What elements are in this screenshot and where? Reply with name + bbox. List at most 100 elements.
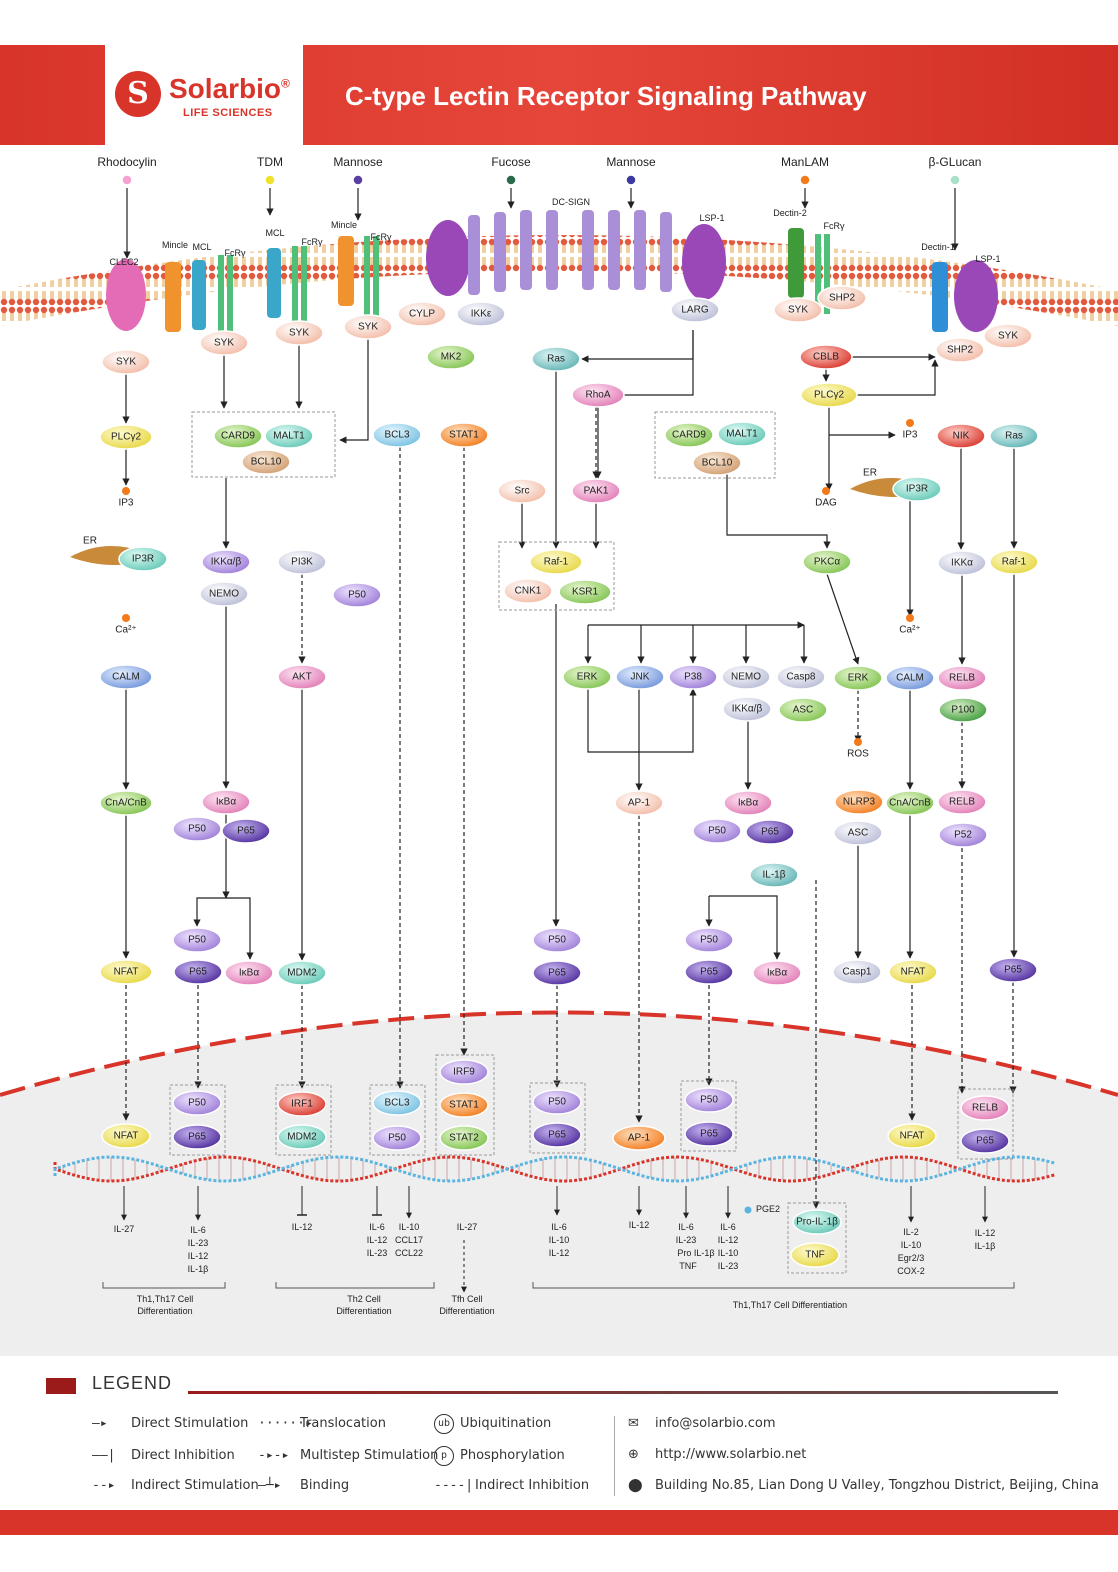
node-label: ERK: [577, 672, 598, 683]
protein-node: [571, 382, 625, 408]
receptor-label: FcRγ: [371, 232, 392, 242]
node-label: NFAT: [901, 967, 926, 978]
nuclear-protein-node: [372, 1090, 422, 1116]
nuclear-protein-node: [790, 1242, 840, 1268]
ligand-label: ManLAM: [781, 155, 829, 169]
node-label: TNF: [805, 1250, 824, 1261]
node-label: CnA/CnB: [105, 798, 147, 809]
node-label: P65: [976, 1136, 994, 1147]
logo-icon: S: [115, 71, 161, 117]
gene-output: IL-23: [367, 1248, 388, 1258]
node-label: PLCγ2: [111, 432, 141, 443]
diff-bracket: [532, 1282, 1015, 1289]
node-label: SYK: [116, 357, 136, 368]
gene-output: IL-6: [190, 1225, 206, 1235]
node-label: Casp8: [787, 672, 816, 683]
node-label: P50: [188, 1098, 206, 1109]
node-label: P50: [700, 1095, 718, 1106]
protein-node: [937, 665, 987, 691]
brand-name: Solarbio®: [169, 73, 290, 104]
gene-output: IL-10: [549, 1235, 570, 1245]
nuclear-protein-node: [792, 1209, 842, 1235]
gene-output: IL-2: [903, 1227, 919, 1237]
node-label: BCL3: [384, 1098, 409, 1109]
differentiation-label: Differentiation: [137, 1306, 192, 1316]
receptor-label: Mincle: [162, 240, 188, 250]
node-label: CALM: [112, 672, 140, 683]
nuclear-protein-node: [439, 1125, 489, 1151]
node-label: SYK: [358, 322, 378, 333]
protein-node: [532, 927, 582, 953]
nuclear-protein-node: [277, 1124, 327, 1150]
email-link[interactable]: info@solarbio.com: [655, 1416, 776, 1431]
node-label: IKKα: [951, 558, 973, 569]
node-label: P65: [237, 826, 255, 837]
node-label: CnA/CnB: [889, 798, 931, 809]
legend-separator: [614, 1416, 615, 1496]
protein-node: [817, 285, 867, 311]
differentiation-label: Th2 Cell: [347, 1294, 381, 1304]
address-text: Building No.85, Lian Dong U Valley, Tong…: [655, 1478, 1099, 1493]
complex-box: [957, 1088, 1014, 1160]
protein-node: [802, 549, 852, 575]
messenger-dot: [122, 487, 130, 495]
node-label: Pro-IL-1β: [796, 1217, 838, 1228]
protein-node: [372, 422, 422, 448]
gene-output: IL-12: [718, 1235, 739, 1245]
node-label: JNK: [631, 672, 650, 683]
diff-bracket: [275, 1282, 435, 1289]
arrow-direct: [826, 573, 860, 665]
protein-node: [937, 550, 987, 576]
node-label: NLRP3: [843, 797, 876, 808]
ligand-dot: [505, 174, 517, 186]
protein-node: [614, 790, 664, 816]
protein-node: [277, 549, 327, 575]
node-label: Raf-1: [544, 557, 569, 568]
node-label: BCL3: [384, 430, 409, 441]
protein-node: [172, 816, 222, 842]
node-label: NFAT: [114, 967, 139, 978]
protein-node: [664, 422, 714, 448]
protein-node: [571, 478, 621, 504]
node-label: BCL10: [702, 458, 733, 469]
complex-box: [435, 1054, 495, 1156]
receptor-label: LSP-1: [699, 213, 724, 223]
gene-output: IL-27: [457, 1222, 478, 1232]
protein-node: [752, 960, 802, 986]
nuclear-protein-node: [172, 1090, 222, 1116]
complex-box: [498, 541, 615, 611]
fcrg-receptor: [227, 255, 233, 335]
node-label: CALM: [896, 673, 924, 684]
protein-node: [224, 960, 274, 986]
dna-strand: [53, 1155, 1056, 1183]
node-label: P100: [951, 705, 975, 716]
legend-item: Phosphorylation: [460, 1448, 565, 1463]
website-link[interactable]: http://www.solarbio.net: [655, 1447, 807, 1462]
receptor-label: CLEC2: [109, 257, 138, 267]
ligand-label: Mannose: [333, 155, 383, 169]
node-label: P38: [684, 672, 702, 683]
nuclear-protein-node: [277, 1091, 327, 1117]
node-label: Raf-1: [1002, 557, 1027, 568]
node-label: MK2: [441, 352, 462, 363]
node-label: P50: [388, 1133, 406, 1144]
node-label: P65: [548, 968, 566, 979]
protein-node: [832, 959, 882, 985]
node-label: Ca²⁺: [115, 625, 136, 636]
protein-node: [277, 664, 327, 690]
nuclear-protein-node: [684, 1087, 734, 1113]
clec2-receptor: [106, 259, 146, 331]
protein-node: [241, 449, 291, 475]
nuclear-envelope: [0, 1010, 1118, 1097]
protein-node: [717, 421, 767, 447]
node-label: P50: [348, 590, 366, 601]
node-label: P50: [188, 935, 206, 946]
protein-node: [101, 349, 151, 375]
protein-node: [892, 476, 942, 502]
receptor-label: FcRγ: [824, 221, 845, 231]
arrow-path: [611, 330, 694, 399]
node-label: P65: [761, 827, 779, 838]
differentiation-label: Differentiation: [439, 1306, 494, 1316]
